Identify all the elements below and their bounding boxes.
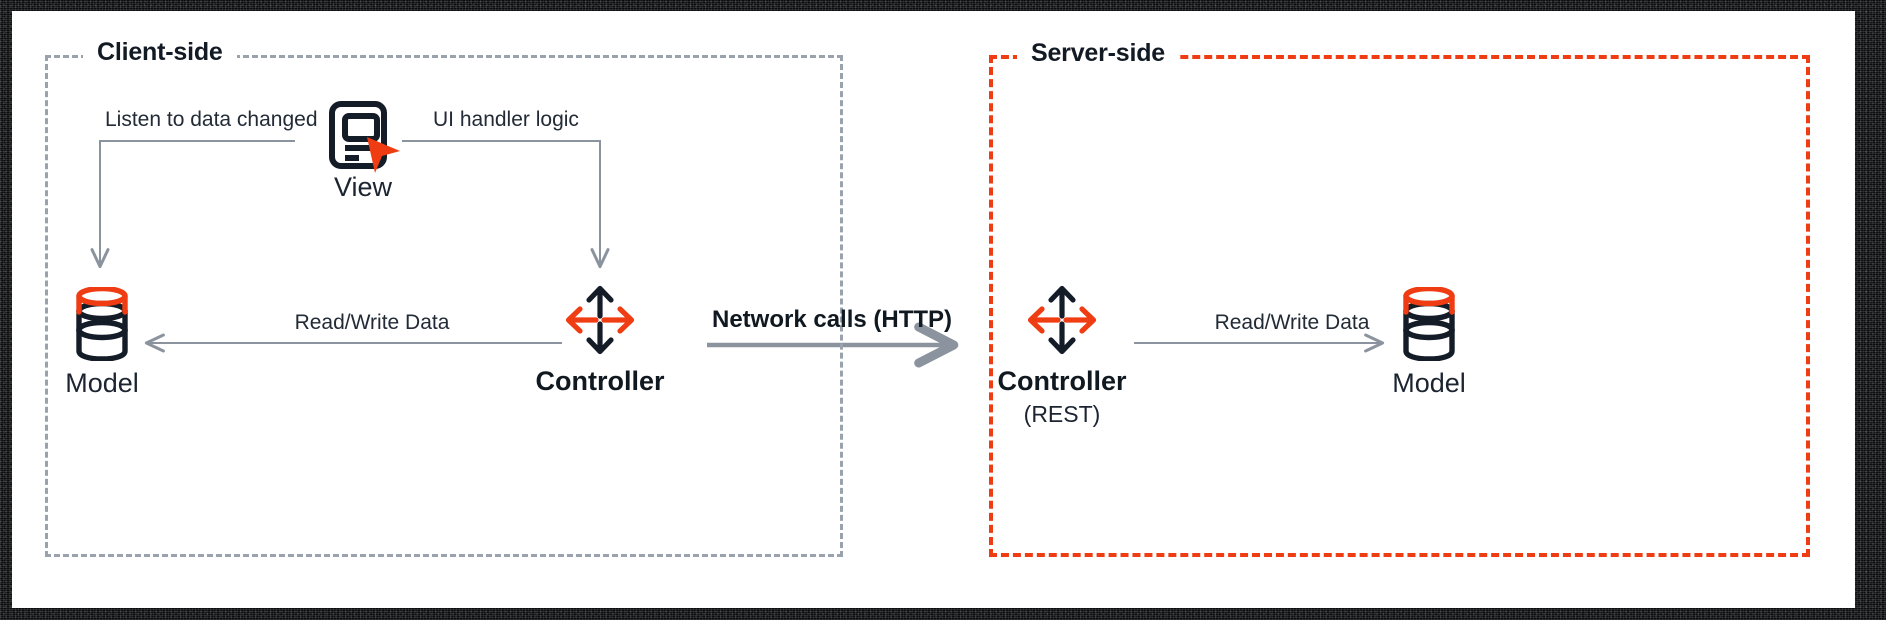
region-client-side-label: Client-side xyxy=(83,38,237,67)
edge-label-ui-handler-logic: UI handler logic xyxy=(433,108,579,131)
node-label-view: View xyxy=(333,172,393,202)
four-way-arrows-icon xyxy=(563,283,637,357)
node-label-client-controller: Controller xyxy=(535,366,665,396)
four-way-arrows-icon xyxy=(1025,283,1099,357)
edge-label-server-readwrite-data: Read/Write Data xyxy=(1214,311,1370,334)
node-label-client-model: Model xyxy=(65,368,139,398)
region-server-side-label: Server-side xyxy=(1017,39,1179,68)
node-label-server-model: Model xyxy=(1392,368,1466,398)
database-icon xyxy=(1401,285,1457,362)
edge-label-network-calls: Network calls (HTTP) xyxy=(712,306,953,333)
node-sublabel-server-controller: (REST) xyxy=(1023,401,1101,427)
region-server-side: Server-side xyxy=(989,39,1810,557)
node-label-server-controller: Controller xyxy=(997,366,1127,396)
edge-label-listen-to-data-changed: Listen to data changed xyxy=(105,108,318,131)
diagram-page: Client-side Server-side View xyxy=(12,11,1855,608)
database-icon xyxy=(74,285,130,362)
monitor-cursor-icon xyxy=(324,101,402,173)
region-client-side: Client-side xyxy=(45,38,843,557)
edge-label-client-readwrite-data: Read/Write Data xyxy=(294,311,450,334)
